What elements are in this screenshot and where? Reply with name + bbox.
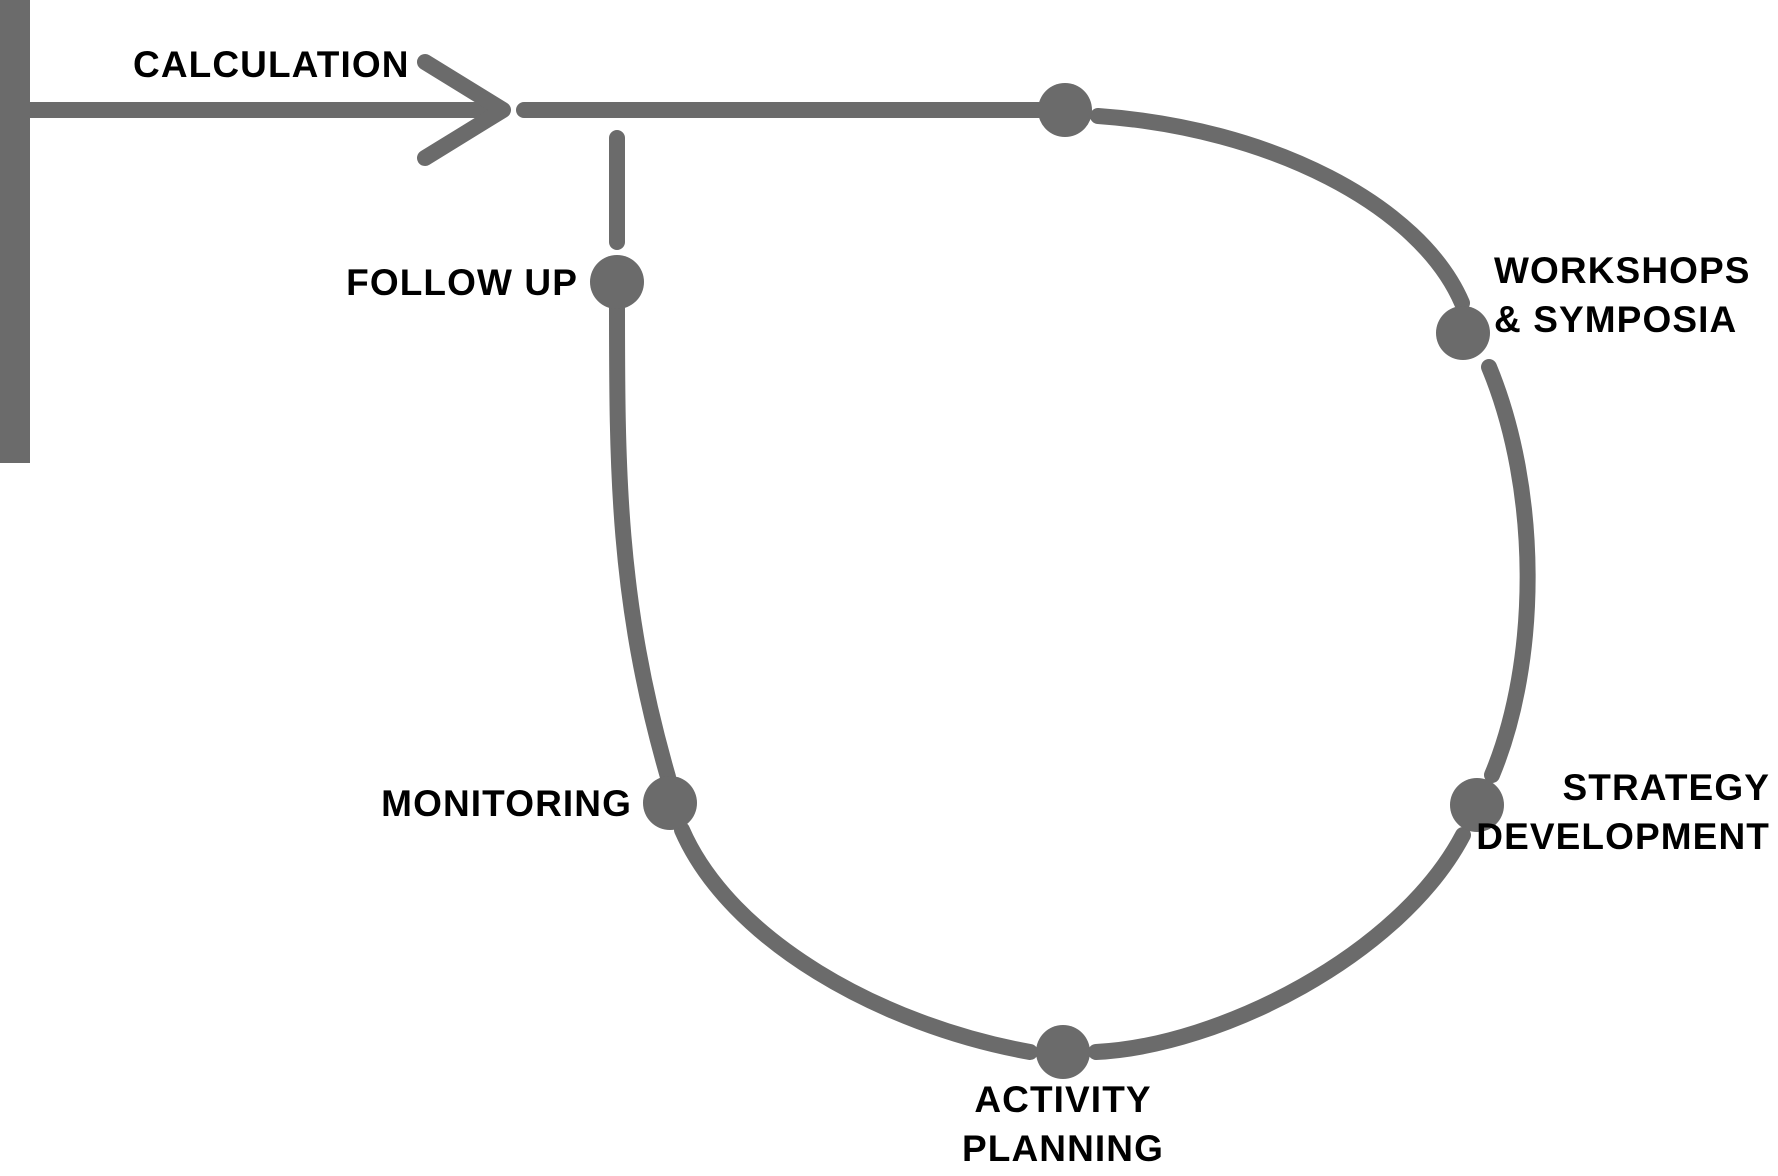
- strategy-to-activity-arc: [1088, 827, 1471, 1060]
- arrow-right-icon: [417, 54, 511, 166]
- entry-to-workshops-arc: [1090, 108, 1470, 311]
- label-monitoring: MONITORING: [381, 783, 632, 824]
- label-follow-up: FOLLOW UP: [346, 262, 578, 303]
- label-strategy-line2: DEVELOPMENT: [1476, 816, 1770, 857]
- node-entry-point[interactable]: [1038, 83, 1092, 137]
- label-workshops-line1: WORKSHOPS: [1494, 250, 1751, 291]
- label-workshops-line2: & SYMPOSIA: [1494, 299, 1737, 340]
- monitoring-to-activity-arc: [674, 822, 1038, 1060]
- node-strategy[interactable]: [1450, 778, 1504, 832]
- workshops-to-strategy-arc: [1481, 359, 1536, 783]
- node-follow-up[interactable]: [590, 255, 644, 309]
- label-calculation: CALCULATION: [133, 44, 410, 85]
- left-anchor-bar: [0, 0, 30, 463]
- node-activity-planning[interactable]: [1036, 1025, 1090, 1079]
- follow-up-to-monitoring-curve: [609, 292, 676, 785]
- node-workshops[interactable]: [1436, 306, 1490, 360]
- node-monitoring[interactable]: [643, 776, 697, 830]
- label-activity-line1: ACTIVITY: [974, 1079, 1151, 1120]
- label-strategy-line1: STRATEGY: [1562, 767, 1770, 808]
- label-activity-line2: PLANNING: [962, 1128, 1164, 1169]
